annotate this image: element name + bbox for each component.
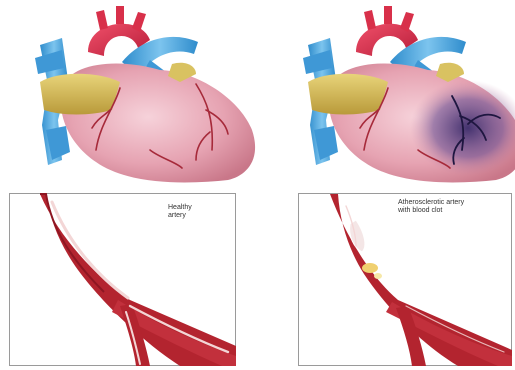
ischemic-heart	[303, 6, 515, 182]
plaque-deposit-2	[374, 273, 382, 279]
atherosclerotic-artery-label: Atherosclerotic artery with blood clot	[398, 199, 498, 215]
aorta-branch-3	[400, 12, 414, 32]
aorta-branch-1	[364, 10, 376, 30]
healthy-label-line2: artery	[168, 212, 218, 220]
atherosclerotic-artery-panel	[299, 194, 513, 367]
athero-label-line2: with blood clot	[398, 207, 498, 215]
athero-label-line1: Atherosclerotic artery	[398, 199, 498, 207]
aorta-branch-2	[384, 6, 392, 24]
fat-pad	[308, 74, 388, 115]
fat-pad	[40, 74, 120, 115]
healthy-artery-label: Healthy artery	[168, 204, 218, 220]
plaque-deposit	[362, 263, 378, 273]
aorta-branch-1	[96, 10, 108, 30]
healthy-label-line1: Healthy	[168, 204, 218, 212]
aorta-branch-2	[116, 6, 124, 24]
healthy-heart	[35, 6, 255, 182]
aorta-branch-3	[132, 12, 146, 32]
